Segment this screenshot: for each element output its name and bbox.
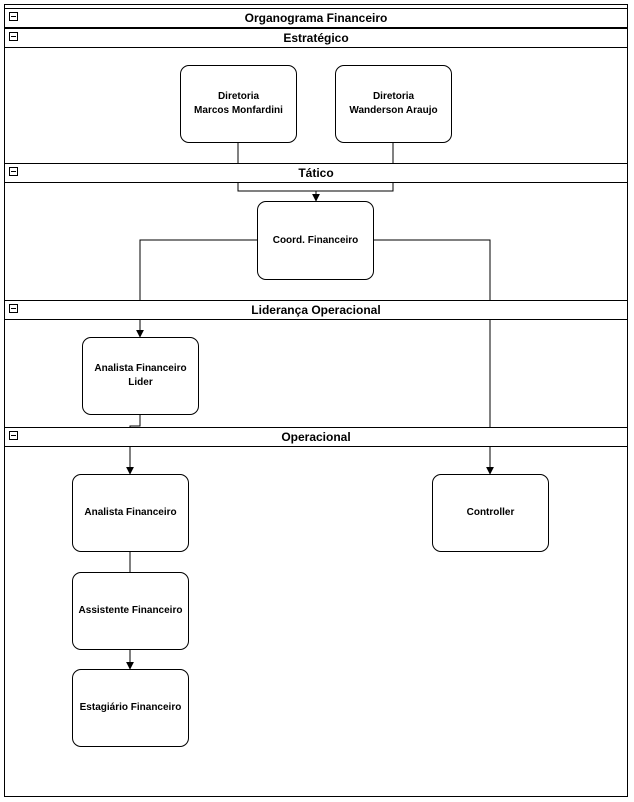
node-diretoria-wanderson[interactable]: Diretoria Wanderson Araujo	[335, 65, 452, 143]
node-label-line1: Estagiário Financeiro	[79, 702, 182, 713]
section-header-organograma: Organograma Financeiro	[4, 8, 628, 28]
node-label-line1: Coord. Financeiro	[272, 234, 359, 246]
collapse-minus-icon[interactable]	[9, 167, 18, 176]
node-label-line1: Assistente Financeiro	[78, 605, 183, 616]
node-label-line1: Controller	[466, 507, 515, 518]
node-label-line1: Analista Financeiro	[94, 363, 187, 374]
section-header-operacional: Operacional	[4, 427, 628, 447]
connector-lider-to-analista	[126, 415, 141, 475]
section-title-estrategico: Estratégico	[283, 31, 349, 45]
diagram-title: Organograma Financeiro	[244, 11, 388, 25]
node-coord-financeiro[interactable]: Coord. Financeiro	[257, 201, 374, 280]
collapse-minus-icon[interactable]	[9, 431, 18, 440]
node-label-line2: Lider	[128, 377, 153, 388]
node-estagiario-financeiro[interactable]: Estagiário Financeiro	[72, 669, 189, 747]
connector-coord-to-analista-lider	[136, 239, 257, 338]
node-analista-financeiro[interactable]: Analista Financeiro	[72, 474, 189, 552]
node-label-line1: Analista Financeiro	[84, 507, 177, 518]
section-header-tatico: Tático	[4, 163, 628, 183]
section-header-estrategico: Estratégico	[4, 28, 628, 48]
node-label-line2: Marcos Monfardini	[194, 105, 283, 116]
collapse-minus-icon[interactable]	[9, 32, 18, 41]
node-label-line2: Wanderson Araujo	[349, 105, 438, 116]
collapse-minus-icon[interactable]	[9, 304, 18, 313]
connector-coord-to-controller	[374, 239, 494, 475]
node-analista-financeiro-lider[interactable]: Analista Financeiro Lider	[82, 337, 199, 415]
node-controller[interactable]: Controller	[432, 474, 549, 552]
diagram-frame	[4, 4, 628, 797]
node-label-line1: Diretoria	[217, 91, 260, 102]
node-label-line1: Diretoria	[372, 91, 415, 102]
section-title-tatico: Tático	[298, 166, 334, 180]
connector-wanderson-to-coord	[316, 143, 394, 192]
node-diretoria-marcos[interactable]: Diretoria Marcos Monfardini	[180, 65, 297, 143]
collapse-minus-icon[interactable]	[9, 12, 18, 21]
section-title-operacional: Operacional	[281, 430, 351, 444]
section-title-lideranca: Liderança Operacional	[251, 303, 381, 317]
node-assistente-financeiro[interactable]: Assistente Financeiro	[72, 572, 189, 650]
section-header-lideranca: Liderança Operacional	[4, 300, 628, 320]
